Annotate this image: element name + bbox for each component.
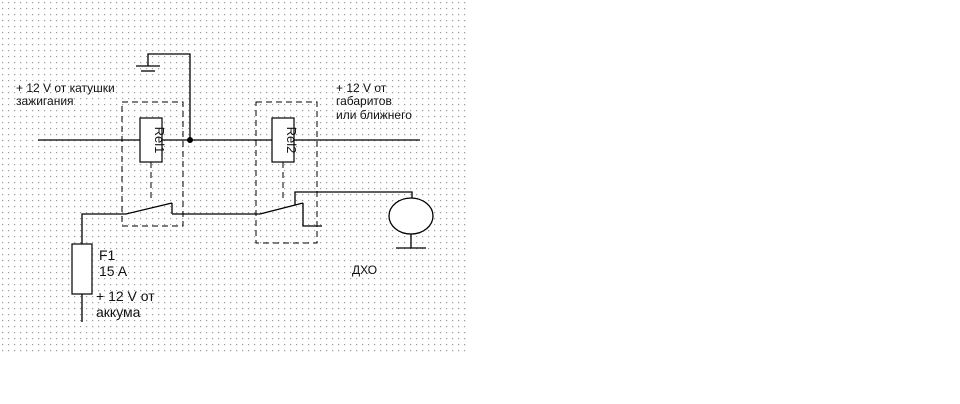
relay-2-housing: [255, 101, 318, 244]
fuse-label: F1 15 A: [99, 247, 128, 279]
relay-2-label: Rel2: [284, 127, 299, 154]
battery-label: + 12 V от аккума: [96, 288, 155, 320]
relay-2-switch: [259, 202, 304, 215]
relay-2-nc-contact: [302, 203, 322, 227]
ignition-label: + 12 V от катушки зажигания: [16, 81, 115, 109]
lamp-symbol: [388, 197, 434, 235]
ground-symbol-top: [136, 53, 191, 140]
relay-1-housing: [121, 101, 184, 227]
junction-dot: [187, 137, 193, 143]
drl-label: ДХО: [352, 263, 378, 277]
dot-grid: [0, 0, 470, 356]
relay-1-switch: [125, 202, 173, 215]
power-path: [71, 191, 413, 322]
fuse: [71, 243, 93, 295]
lights-label: + 12 V от габаритов или ближнего: [336, 81, 412, 122]
relay-1: Rel1: [121, 101, 184, 227]
relay-1-label: Rel1: [152, 127, 167, 154]
relay2-to-drl-wire: [294, 191, 413, 205]
drl-lamp: [388, 197, 434, 249]
fuse-to-relay1-wire: [81, 213, 126, 244]
relay-2: Rel2: [255, 101, 318, 244]
